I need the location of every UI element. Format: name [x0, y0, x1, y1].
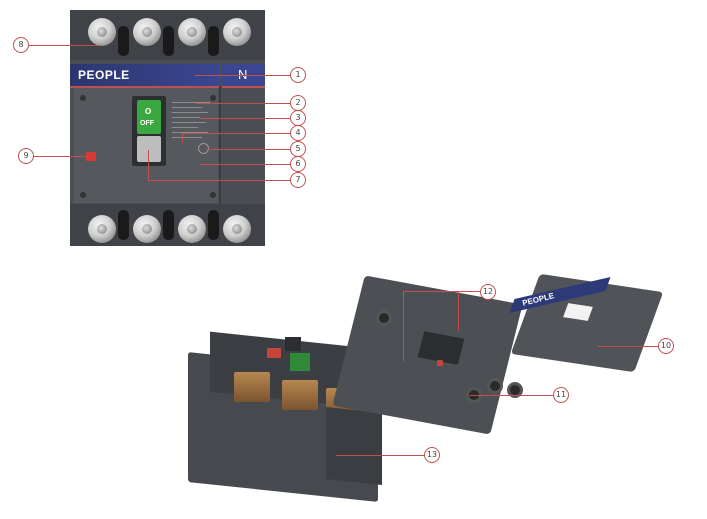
cover-screw: [80, 192, 86, 198]
terminal-screw-icon: [88, 18, 116, 46]
contact-assembly: [234, 372, 270, 402]
callout-8: 8: [13, 37, 29, 53]
terminal-screw-icon: [223, 215, 251, 243]
terminal-screw-icon: [223, 18, 251, 46]
terminal-slot: [163, 26, 174, 56]
callout-10: 10: [658, 338, 674, 354]
leader-line: [182, 133, 183, 143]
brand-logo: PEOPLE: [78, 68, 130, 82]
callout-11: 11: [553, 387, 569, 403]
callout-5: 5: [290, 141, 306, 157]
leader-line: [336, 455, 424, 456]
leader-line: [196, 103, 290, 104]
terminal-screw-icon: [178, 18, 206, 46]
mechanism-dark-part: [285, 337, 301, 351]
mount-hole: [376, 310, 392, 326]
cover-screw: [210, 95, 216, 101]
terminal-screw-icon: [133, 18, 161, 46]
terminal-slot: [163, 210, 174, 240]
leader-line: [195, 75, 290, 76]
leader-line: [403, 291, 480, 292]
leader-line: [200, 164, 290, 165]
neutral-pole-plate: [222, 64, 265, 88]
callout-12: 12: [480, 284, 496, 300]
leader-line: [470, 395, 553, 396]
leader-line: [29, 45, 99, 46]
nameplate-band: [70, 64, 220, 88]
leader-line: [458, 291, 459, 331]
leader-line: [34, 156, 88, 157]
contact-assembly: [282, 380, 318, 410]
mount-hole: [487, 378, 503, 394]
switch-handle: [137, 100, 161, 134]
leader-line: [148, 150, 149, 180]
leader-line: [403, 291, 404, 361]
trip-button: [86, 152, 96, 161]
callout-6: 6: [290, 156, 306, 172]
pole-divider: [219, 86, 221, 204]
callout-2: 2: [290, 95, 306, 111]
mechanism-red-part: [267, 348, 281, 358]
callout-4: 4: [290, 125, 306, 141]
terminal-slot: [118, 26, 129, 56]
bottom-terminal-pillars: [326, 407, 382, 485]
terminal-slot: [208, 26, 219, 56]
callout-9: 9: [18, 148, 34, 164]
switch-handle-grip: [137, 136, 161, 162]
terminal-slot: [118, 210, 129, 240]
switch-state-label: OFF: [140, 120, 154, 127]
certification-mark-icon: [198, 143, 209, 154]
callout-3: 3: [290, 110, 306, 126]
neutral-label: N: [238, 67, 247, 82]
rating-label: [172, 100, 214, 160]
cover-screw: [80, 95, 86, 101]
leader-line: [598, 346, 658, 347]
switch-on-symbol: O: [145, 107, 152, 116]
leader-line: [206, 149, 290, 150]
terminal-screw-icon: [88, 215, 116, 243]
middle-cover-red-button: [437, 360, 443, 366]
mechanism-green-part: [290, 353, 310, 371]
callout-7: 7: [290, 172, 306, 188]
mount-hole: [507, 382, 523, 398]
leader-line: [148, 180, 290, 181]
callout-1: 1: [290, 67, 306, 83]
cover-screw: [210, 192, 216, 198]
callout-13: 13: [424, 447, 440, 463]
terminal-slot: [208, 210, 219, 240]
leader-line: [200, 118, 290, 119]
terminal-screw-icon: [178, 215, 206, 243]
leader-line: [182, 133, 290, 134]
terminal-screw-icon: [133, 215, 161, 243]
